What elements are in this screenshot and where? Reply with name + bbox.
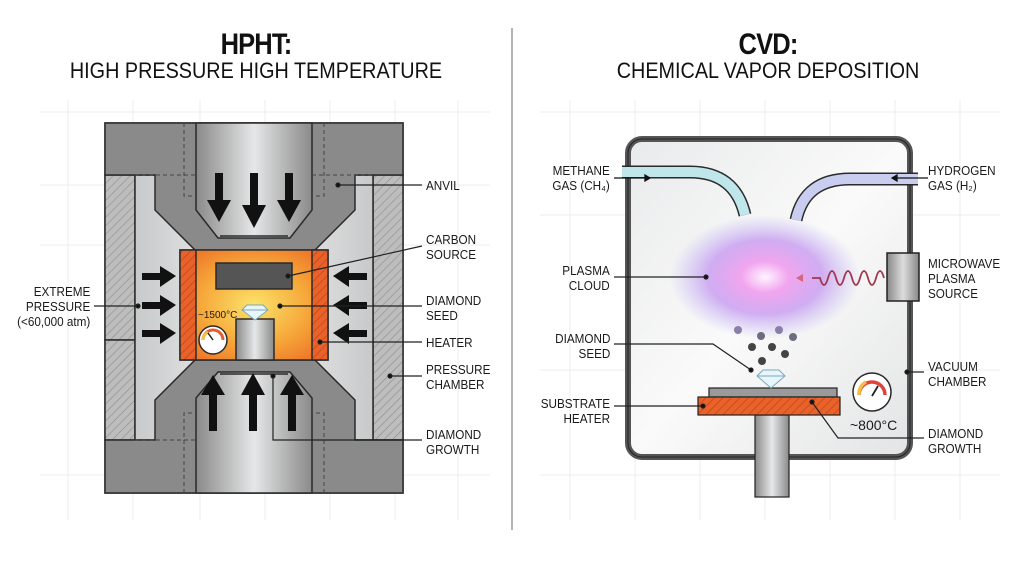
seed-pedestal: [235, 318, 275, 361]
arrow-right-icon: [142, 295, 176, 316]
label-anvil: ANVIL: [426, 178, 460, 193]
cvd-subtitle: CHEMICAL VAPOR DEPOSITION: [616, 58, 920, 83]
arrow-up-icon: [280, 375, 304, 431]
hpht-temperature: ~1500°C: [198, 310, 237, 321]
arrow-left-icon: [333, 323, 367, 344]
arrow-left-icon: [333, 266, 367, 287]
hpht-title: HPHT:: [220, 28, 293, 61]
heater-wall-left: [179, 249, 197, 361]
hpht-core: [179, 249, 329, 361]
arrow-down-icon: [277, 173, 301, 222]
pressure-chamber-left-b: [104, 339, 136, 441]
pressure-arrows: [142, 173, 367, 431]
temperature-gauge-icon: [852, 372, 892, 412]
label-heater: HEATER: [426, 335, 473, 350]
cvd-leader-lines: [614, 274, 924, 439]
arrow-up-icon: [201, 375, 225, 431]
arrow-down-icon: [242, 173, 266, 228]
diamond-seed-icon: [241, 304, 269, 321]
pressure-chamber-left: [104, 174, 136, 341]
substrate: [708, 387, 838, 398]
hpht-leader-lines: [94, 182, 423, 441]
arrow-left-icon: [890, 173, 928, 183]
anvil-bottom-piston: [195, 371, 313, 494]
carbon-source: [215, 262, 293, 290]
arrow-right-icon: [142, 266, 176, 287]
plasma-cloud: [670, 215, 860, 339]
heater-wall-right: [311, 249, 329, 361]
microwave-source: [886, 252, 920, 302]
microwave-wave-icon: [812, 270, 885, 286]
cvd-title: CVD:: [738, 28, 799, 61]
gas-arrows: [614, 173, 928, 183]
hydrogen-tube: [789, 172, 918, 222]
cvd-temperature: ~800°C: [850, 417, 897, 433]
pedestal: [754, 414, 790, 498]
arrow-left-icon: [796, 274, 803, 282]
arrow-right-icon: [142, 323, 176, 344]
pressure-chamber-right: [372, 174, 404, 441]
hpht-subtitle: HIGH PRESSURE HIGH TEMPERATURE: [69, 58, 443, 83]
arrow-down-icon: [207, 173, 231, 222]
arrow-up-icon: [241, 373, 265, 431]
methane-tube: [622, 165, 752, 217]
arrow-right-icon: [614, 173, 652, 183]
temperature-gauge-icon: [198, 325, 228, 355]
diamond-seed-icon: [756, 369, 786, 389]
carbon-particles: [734, 326, 797, 365]
